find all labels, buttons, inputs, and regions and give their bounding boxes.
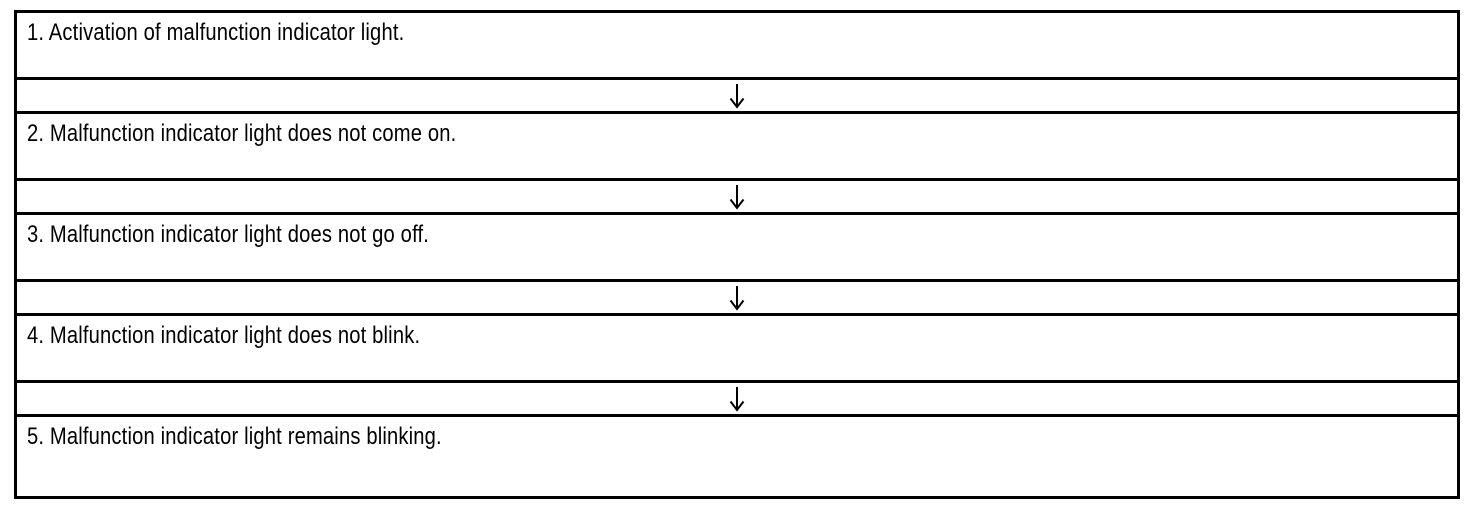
step-box-2: 2. Malfunction indicator light does not … <box>17 111 1457 178</box>
down-arrow-icon <box>729 184 745 210</box>
connector-row-1 <box>17 77 1457 111</box>
step-4-label: 4. Malfunction indicator light does not … <box>27 322 421 349</box>
step-box-4: 4. Malfunction indicator light does not … <box>17 313 1457 380</box>
connector-row-2 <box>17 178 1457 212</box>
step-5-label: 5. Malfunction indicator light remains b… <box>27 423 442 450</box>
step-2-label: 2. Malfunction indicator light does not … <box>27 120 457 147</box>
down-arrow-icon <box>729 386 745 412</box>
connector-row-3 <box>17 279 1457 313</box>
step-1-label: 1. Activation of malfunction indicator l… <box>27 19 405 46</box>
step-3-label: 3. Malfunction indicator light does not … <box>27 221 430 248</box>
down-arrow-icon <box>729 285 745 311</box>
troubleshooting-flowchart: 1. Activation of malfunction indicator l… <box>14 10 1460 499</box>
step-box-5: 5. Malfunction indicator light remains b… <box>17 414 1457 496</box>
step-box-1: 1. Activation of malfunction indicator l… <box>17 13 1457 77</box>
connector-row-4 <box>17 380 1457 414</box>
step-box-3: 3. Malfunction indicator light does not … <box>17 212 1457 279</box>
down-arrow-icon <box>729 83 745 109</box>
